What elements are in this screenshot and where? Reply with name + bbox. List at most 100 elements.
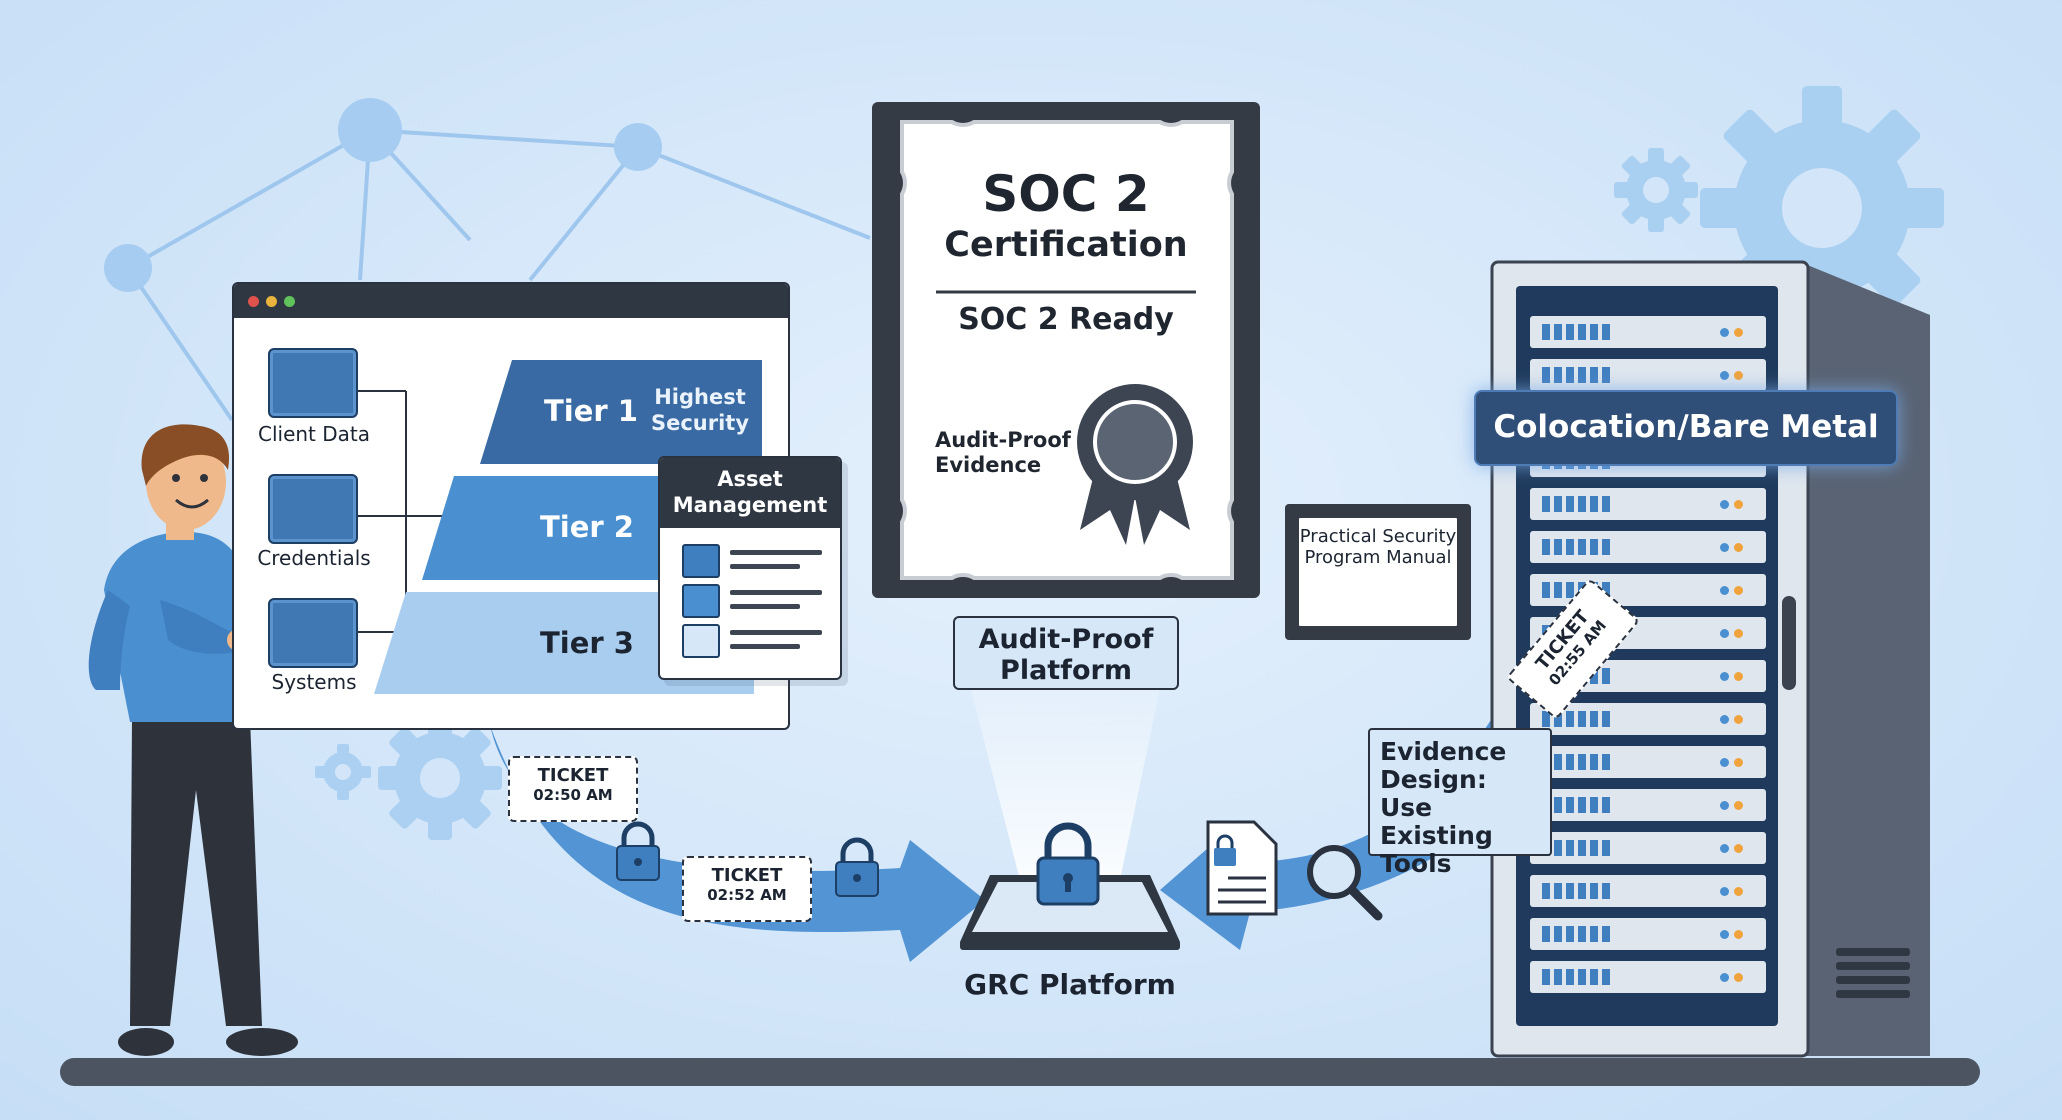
id-card-icon[interactable] bbox=[268, 474, 358, 544]
drive-bay bbox=[1602, 539, 1610, 555]
audit-proof-platform-label: Audit-Proof Platform bbox=[953, 616, 1179, 690]
drive-bay bbox=[1554, 582, 1562, 598]
drive-bay bbox=[1602, 324, 1610, 340]
drive-bay bbox=[1566, 711, 1574, 727]
magnifier-icon bbox=[1307, 845, 1383, 921]
security-manual-title: Practical Security Program Manual bbox=[1299, 526, 1457, 568]
rack-unit bbox=[1530, 961, 1766, 993]
ticket-1[interactable]: TICKET 02:50 AM bbox=[508, 756, 638, 822]
drive-bay bbox=[1578, 969, 1586, 985]
drive-bay bbox=[1566, 926, 1574, 942]
drive-bay bbox=[1602, 883, 1610, 899]
asset-row-3[interactable] bbox=[682, 624, 720, 658]
status-led bbox=[1720, 629, 1729, 638]
drive-bay bbox=[1590, 840, 1598, 856]
status-led bbox=[1734, 887, 1743, 896]
lock-icon-grc bbox=[1036, 822, 1100, 906]
colocation-label: Colocation/Bare Metal bbox=[1474, 390, 1898, 466]
drive-bay bbox=[1590, 797, 1598, 813]
grc-platform-label: GRC Platform bbox=[964, 968, 1176, 1001]
drive-bay bbox=[1542, 926, 1550, 942]
drive-bay bbox=[1566, 539, 1574, 555]
drive-bay bbox=[1566, 582, 1574, 598]
drive-bay bbox=[1566, 324, 1574, 340]
status-led bbox=[1734, 586, 1743, 595]
drive-bay bbox=[1542, 969, 1550, 985]
asset-line bbox=[730, 644, 800, 649]
evidence-design-note: Evidence Design: Use Existing Tools bbox=[1368, 728, 1552, 878]
drive-bay bbox=[1578, 926, 1586, 942]
window-close-dot[interactable] bbox=[248, 296, 259, 307]
status-led bbox=[1720, 844, 1729, 853]
drive-bay bbox=[1578, 711, 1586, 727]
asset-line bbox=[730, 550, 822, 555]
status-led bbox=[1720, 586, 1729, 595]
folder-id-icon[interactable] bbox=[268, 348, 358, 418]
client-data-label: Client Data bbox=[257, 422, 370, 446]
tier-1-label: Tier 1 bbox=[544, 394, 638, 428]
asset-line bbox=[730, 564, 800, 569]
drive-bay bbox=[1554, 926, 1562, 942]
drive-bay bbox=[1602, 754, 1610, 770]
tier-2-label: Tier 2 bbox=[540, 510, 634, 544]
asset-row-1[interactable] bbox=[682, 544, 720, 578]
drive-bay bbox=[1578, 883, 1586, 899]
gear-icon-tiny bbox=[315, 744, 371, 800]
asset-management-card[interactable]: Asset Management bbox=[658, 456, 842, 680]
status-led bbox=[1720, 715, 1729, 724]
drive-bay bbox=[1590, 754, 1598, 770]
drive-bay bbox=[1590, 926, 1598, 942]
drive-bay bbox=[1578, 324, 1586, 340]
asset-row-2[interactable] bbox=[682, 584, 720, 618]
status-led bbox=[1720, 328, 1729, 337]
drive-bay bbox=[1578, 797, 1586, 813]
rack-unit bbox=[1530, 488, 1766, 520]
drive-bay bbox=[1590, 711, 1598, 727]
status-led bbox=[1720, 930, 1729, 939]
security-manual-inner: Practical Security Program Manual bbox=[1297, 516, 1459, 628]
status-led bbox=[1734, 328, 1743, 337]
lock-icon-2 bbox=[835, 837, 879, 897]
status-led bbox=[1734, 801, 1743, 810]
floor-line bbox=[60, 1058, 1980, 1086]
status-led bbox=[1720, 973, 1729, 982]
drive-bay bbox=[1566, 496, 1574, 512]
network-nodes bbox=[104, 98, 662, 292]
drive-bay bbox=[1542, 324, 1550, 340]
drive-bay bbox=[1602, 496, 1610, 512]
status-led bbox=[1720, 672, 1729, 681]
window-maximize-dot[interactable] bbox=[284, 296, 295, 307]
tier-1-band[interactable] bbox=[480, 360, 762, 464]
status-led bbox=[1734, 371, 1743, 380]
rack-unit bbox=[1530, 703, 1766, 735]
drive-bay bbox=[1542, 883, 1550, 899]
drive-bay bbox=[1602, 367, 1610, 383]
status-led bbox=[1720, 801, 1729, 810]
drive-bay bbox=[1602, 926, 1610, 942]
drive-bay bbox=[1566, 969, 1574, 985]
window-titlebar bbox=[234, 284, 788, 318]
certificate-evidence: Audit-Proof Evidence bbox=[935, 428, 1071, 477]
status-led bbox=[1734, 672, 1743, 681]
window-minimize-dot[interactable] bbox=[266, 296, 277, 307]
ticket-2[interactable]: TICKET 02:52 AM bbox=[682, 856, 812, 922]
drive-bay bbox=[1590, 496, 1598, 512]
gear-icon-small bbox=[1614, 148, 1698, 232]
drive-bay bbox=[1590, 539, 1598, 555]
rack-unit bbox=[1530, 789, 1766, 821]
drive-bay bbox=[1554, 969, 1562, 985]
tier-3-label: Tier 3 bbox=[540, 626, 634, 660]
asset-management-title: Asset Management bbox=[660, 458, 840, 528]
rack-unit bbox=[1530, 316, 1766, 348]
drive-bay bbox=[1602, 840, 1610, 856]
status-led bbox=[1720, 371, 1729, 380]
systems-label: Systems bbox=[271, 670, 357, 694]
drive-bay bbox=[1554, 883, 1562, 899]
asset-line bbox=[730, 604, 800, 609]
server-list-icon[interactable] bbox=[268, 598, 358, 668]
status-led bbox=[1734, 758, 1743, 767]
rack-unit bbox=[1530, 531, 1766, 563]
status-led bbox=[1734, 629, 1743, 638]
drive-bay bbox=[1590, 883, 1598, 899]
status-led bbox=[1720, 758, 1729, 767]
